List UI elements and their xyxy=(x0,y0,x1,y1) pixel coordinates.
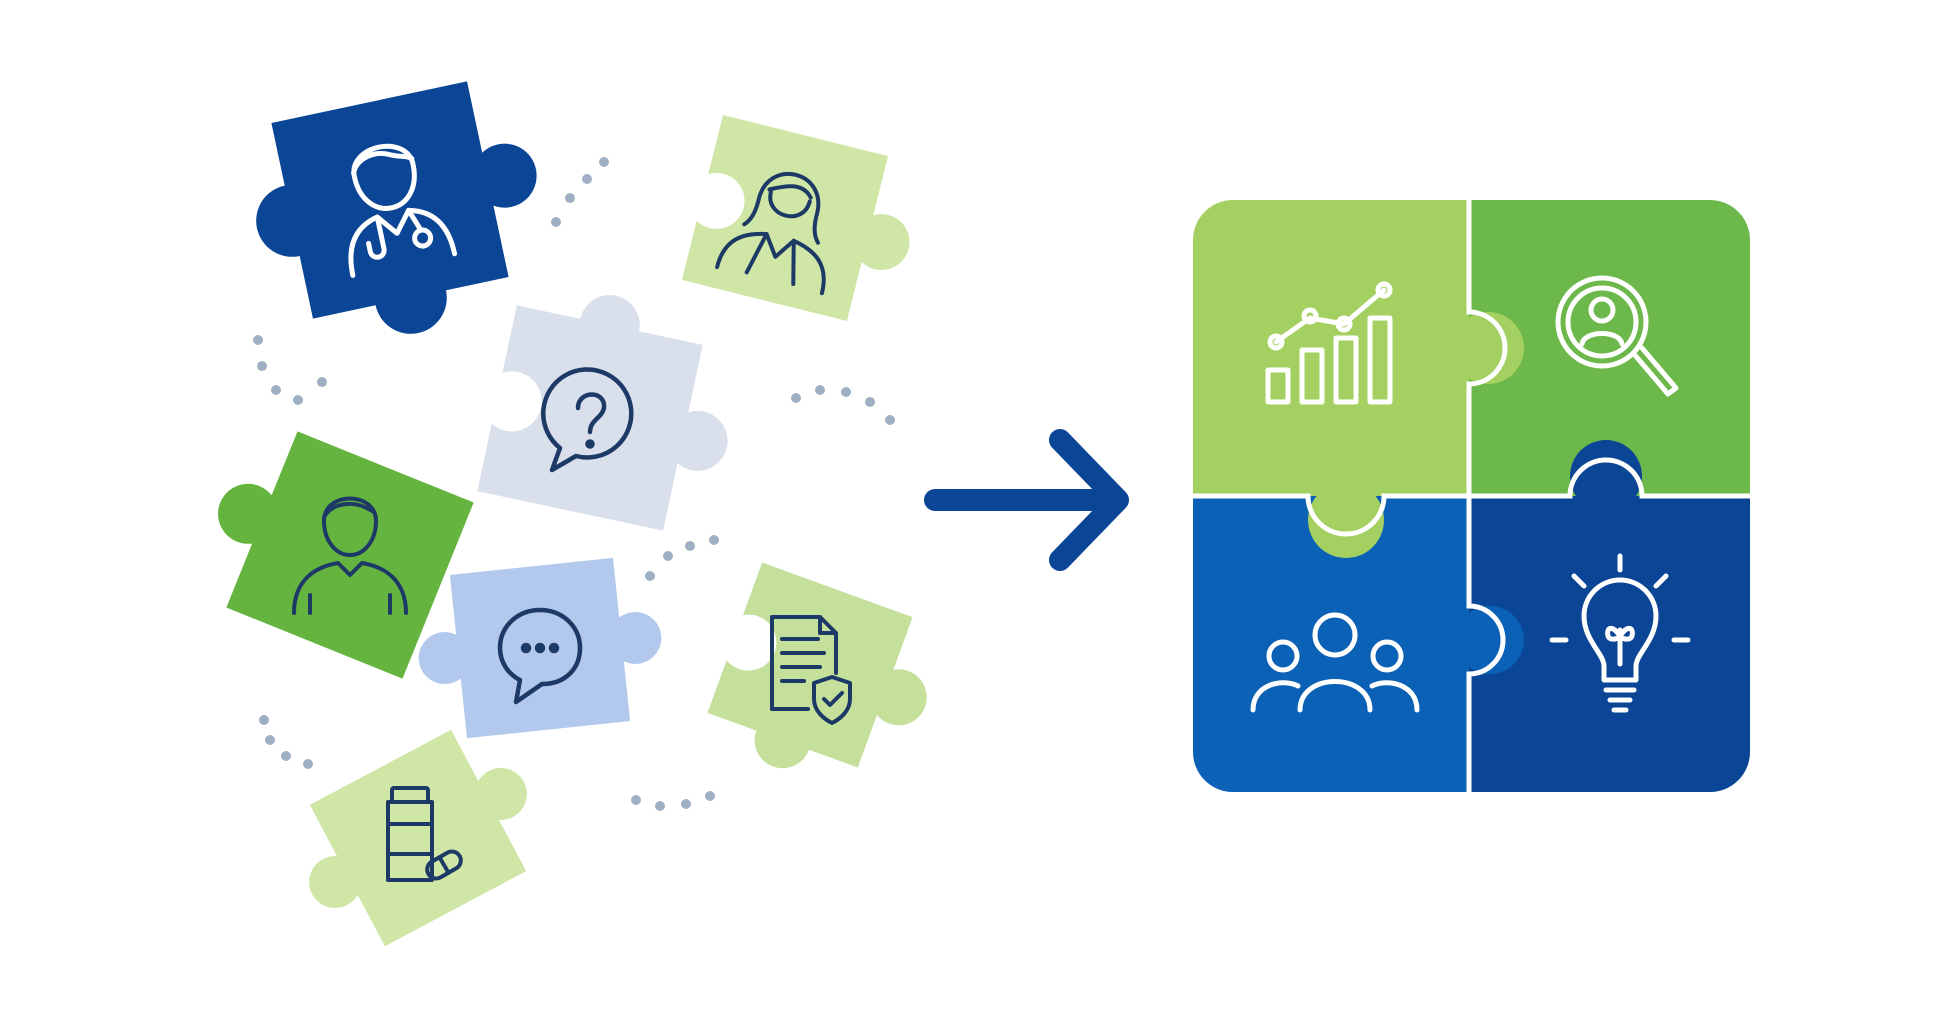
question-bubble-icon xyxy=(541,367,634,473)
puzzle-piece-medication xyxy=(309,729,527,947)
growth-chart-icon xyxy=(1265,281,1393,405)
puzzle-seams xyxy=(1193,200,1750,792)
dotted-arc-middle xyxy=(645,535,719,581)
arrow-right-icon xyxy=(924,429,1129,571)
puzzle-piece-document xyxy=(707,562,927,769)
puzzle-piece-female-doctor xyxy=(681,114,910,322)
dotted-arc-bottom xyxy=(631,791,715,811)
puzzle-piece-chat xyxy=(418,557,662,739)
dotted-arc-left xyxy=(253,335,327,405)
dotted-arc-top xyxy=(551,157,609,227)
piece-knob xyxy=(1456,606,1524,674)
piece-shape xyxy=(477,305,728,531)
piece-shape xyxy=(309,729,527,947)
piece-knob xyxy=(1570,440,1642,512)
female-doctor-icon xyxy=(715,172,826,296)
piece-shape xyxy=(707,562,927,768)
patient-icon xyxy=(292,496,408,615)
puzzle-piece-patient xyxy=(218,431,474,679)
piece-knob xyxy=(1452,312,1524,384)
person-search-icon xyxy=(1555,275,1679,397)
puzzle-piece-question xyxy=(477,295,728,531)
dotted-arc-bottom-left xyxy=(259,715,313,769)
piece-knob xyxy=(579,295,640,356)
secure-document-icon xyxy=(770,615,852,725)
dotted-connectors xyxy=(253,157,895,811)
puzzle-piece-doctor xyxy=(256,81,537,334)
assembled-puzzle xyxy=(1193,200,1750,792)
dotted-arc-right xyxy=(791,385,895,425)
lightbulb-icon xyxy=(1549,553,1691,713)
doctor-icon xyxy=(348,143,458,278)
piece-knob xyxy=(1308,482,1384,558)
piece-knob xyxy=(374,261,447,334)
piece-knob xyxy=(256,184,329,257)
puzzle-quadrant-analytics xyxy=(1193,200,1469,496)
piece-knob xyxy=(754,712,811,769)
chat-bubble-icon xyxy=(497,607,583,705)
team-icon xyxy=(1250,612,1420,713)
medication-icon xyxy=(386,786,463,882)
piece-shape xyxy=(681,114,910,322)
